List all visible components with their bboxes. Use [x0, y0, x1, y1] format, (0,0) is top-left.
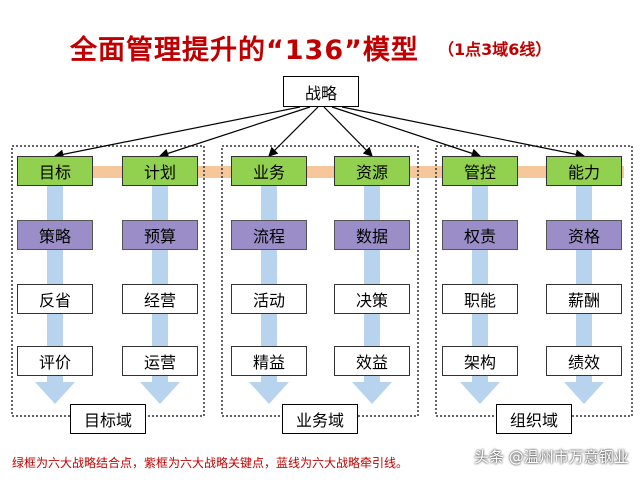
- node-item: 决策: [334, 284, 410, 314]
- node-key: 资格: [546, 220, 622, 250]
- node-item: 活动: [231, 284, 307, 314]
- node-key: 权责: [442, 220, 518, 250]
- node-item: 架构: [442, 346, 518, 376]
- node-key: 策略: [17, 220, 93, 250]
- diagram-subtitle: （1点3域6线）: [438, 40, 552, 59]
- node-key: 流程: [231, 220, 307, 250]
- root-node-strategy: 战略: [283, 76, 359, 107]
- node-head: 目标: [17, 156, 93, 186]
- node-item: 职能: [442, 284, 518, 314]
- node-item: 经营: [122, 284, 198, 314]
- node-item: 运营: [122, 346, 198, 376]
- node-item: 评价: [17, 346, 93, 376]
- domain-label-business: 业务域: [282, 404, 358, 434]
- connector-line: [331, 106, 482, 158]
- node-head: 计划: [122, 156, 198, 186]
- node-head: 能力: [546, 156, 622, 186]
- node-item: 精益: [231, 346, 307, 376]
- node-item: 效益: [334, 346, 410, 376]
- orange-band: [20, 166, 624, 178]
- connector-line: [268, 106, 319, 157]
- node-head: 资源: [334, 156, 410, 186]
- connector-line: [53, 106, 301, 160]
- node-head: 业务: [231, 156, 307, 186]
- connector-line: [341, 106, 586, 160]
- diagram-title: 全面管理提升的“136”模型: [70, 35, 419, 66]
- connector-line: [158, 106, 311, 158]
- node-item: 反省: [17, 284, 93, 314]
- node-head: 管控: [442, 156, 518, 186]
- domain-label-org: 组织域: [496, 404, 572, 434]
- legend-footnote: 绿框为六大战略结合点，紫框为六大战略关键点，蓝线为六大战略牵引线。: [12, 456, 409, 470]
- node-item: 薪酬: [546, 284, 622, 314]
- domain-label-target: 目标域: [70, 404, 146, 434]
- connector-line: [323, 106, 373, 157]
- node-key: 预算: [122, 220, 198, 250]
- watermark: 头条 @温州市万意钢业: [474, 448, 629, 466]
- node-key: 数据: [334, 220, 410, 250]
- node-item: 绩效: [546, 346, 622, 376]
